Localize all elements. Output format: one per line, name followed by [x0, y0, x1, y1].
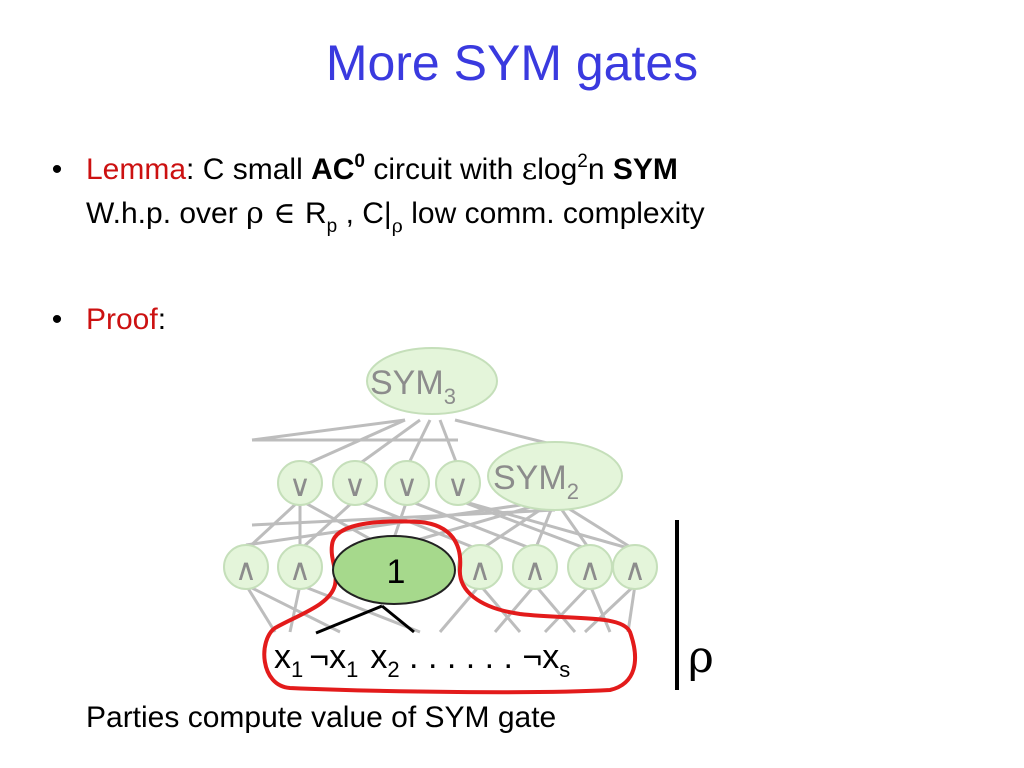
r-term: R: [305, 197, 327, 230]
lemma-text-1: C small: [194, 153, 312, 186]
and-gate: ∧: [512, 544, 558, 590]
wires-sym3-to-or: [251, 418, 556, 469]
fixed-value: 1: [387, 553, 406, 591]
log-term: log: [537, 153, 578, 186]
lemma-colon: :: [186, 153, 195, 186]
lemma-line-2: W.h.p. over ρ ∈ Rp , C|ρ low comm. compl…: [86, 194, 705, 238]
or-gate: ∨: [277, 460, 323, 506]
rho-symbol: ρ: [246, 196, 264, 231]
input-x2-subscript: 2: [387, 657, 399, 682]
restriction-highlight-outline: [262, 519, 638, 695]
input-x1-subscript: 1: [291, 657, 303, 682]
and-symbol: ∧: [579, 553, 601, 588]
input-not-xs: . . . . . . ¬x: [400, 638, 560, 676]
lemma-label: Lemma: [86, 153, 187, 186]
input-x1: x: [274, 638, 291, 676]
and-gate: ∧: [223, 544, 269, 590]
and-symbol: ∧: [524, 553, 546, 588]
or-gate: ∨: [332, 460, 378, 506]
sym3-label: SYM3: [370, 364, 456, 409]
lemma-text-2: circuit with: [365, 153, 522, 186]
input-not-x1: ¬x: [309, 638, 346, 676]
proof-line: Proof:: [86, 300, 166, 340]
or-symbol: ∨: [344, 469, 366, 504]
lemma-line2-text-3: low comm. complexity: [402, 197, 705, 230]
sym2-label: SYM2: [493, 459, 579, 504]
lemma-line2-text-2: , C|: [337, 197, 392, 230]
fixed-gate: 1: [332, 535, 456, 605]
or-gate: ∨: [435, 460, 481, 506]
and-gate: ∧: [612, 544, 658, 590]
rho-label: ρ: [688, 632, 714, 683]
sym3-gate: SYM3: [366, 347, 498, 415]
log-superscript: 2: [577, 151, 588, 172]
sym2-gate: SYM2: [487, 441, 623, 511]
bullet-marker: •: [51, 303, 63, 336]
epsilon-symbol: ε: [521, 152, 538, 187]
lemma-text-3: n: [587, 153, 613, 186]
or-symbol: ∨: [396, 469, 418, 504]
fixed-gate-wires: [315, 604, 415, 635]
and-symbol: ∧: [235, 553, 257, 588]
sym-term: SYM: [612, 153, 678, 186]
or-gate: ∨: [384, 460, 430, 506]
or-symbol: ∨: [289, 469, 311, 504]
ac-superscript: 0: [354, 151, 365, 172]
and-gate: ∧: [567, 544, 613, 590]
and-symbol: ∧: [624, 553, 646, 588]
proof-label: Proof: [86, 303, 158, 336]
and-symbol: ∧: [469, 553, 491, 588]
r-subscript: p: [326, 216, 338, 237]
proof-colon: :: [157, 303, 167, 336]
rho-subscript: ρ: [391, 215, 403, 237]
lemma-line-1: Lemma: C small AC0 circuit with εlog2n S…: [86, 150, 678, 194]
and-symbol: ∧: [289, 553, 311, 588]
input-not-x1-subscript: 1: [346, 657, 358, 682]
lemma-line2-text-1: W.h.p. over: [86, 197, 247, 230]
input-x2: x: [370, 638, 387, 676]
slide-title: More SYM gates: [325, 35, 699, 91]
ac-term: AC: [311, 153, 355, 186]
bullet-marker: •: [51, 153, 63, 186]
input-not-xs-subscript: s: [559, 657, 570, 682]
footer-text: Parties compute value of SYM gate: [86, 701, 557, 734]
or-symbol: ∨: [447, 469, 469, 504]
and-gate: ∧: [457, 544, 503, 590]
element-of-symbol: ∈: [263, 196, 305, 231]
and-gate: ∧: [277, 544, 323, 590]
